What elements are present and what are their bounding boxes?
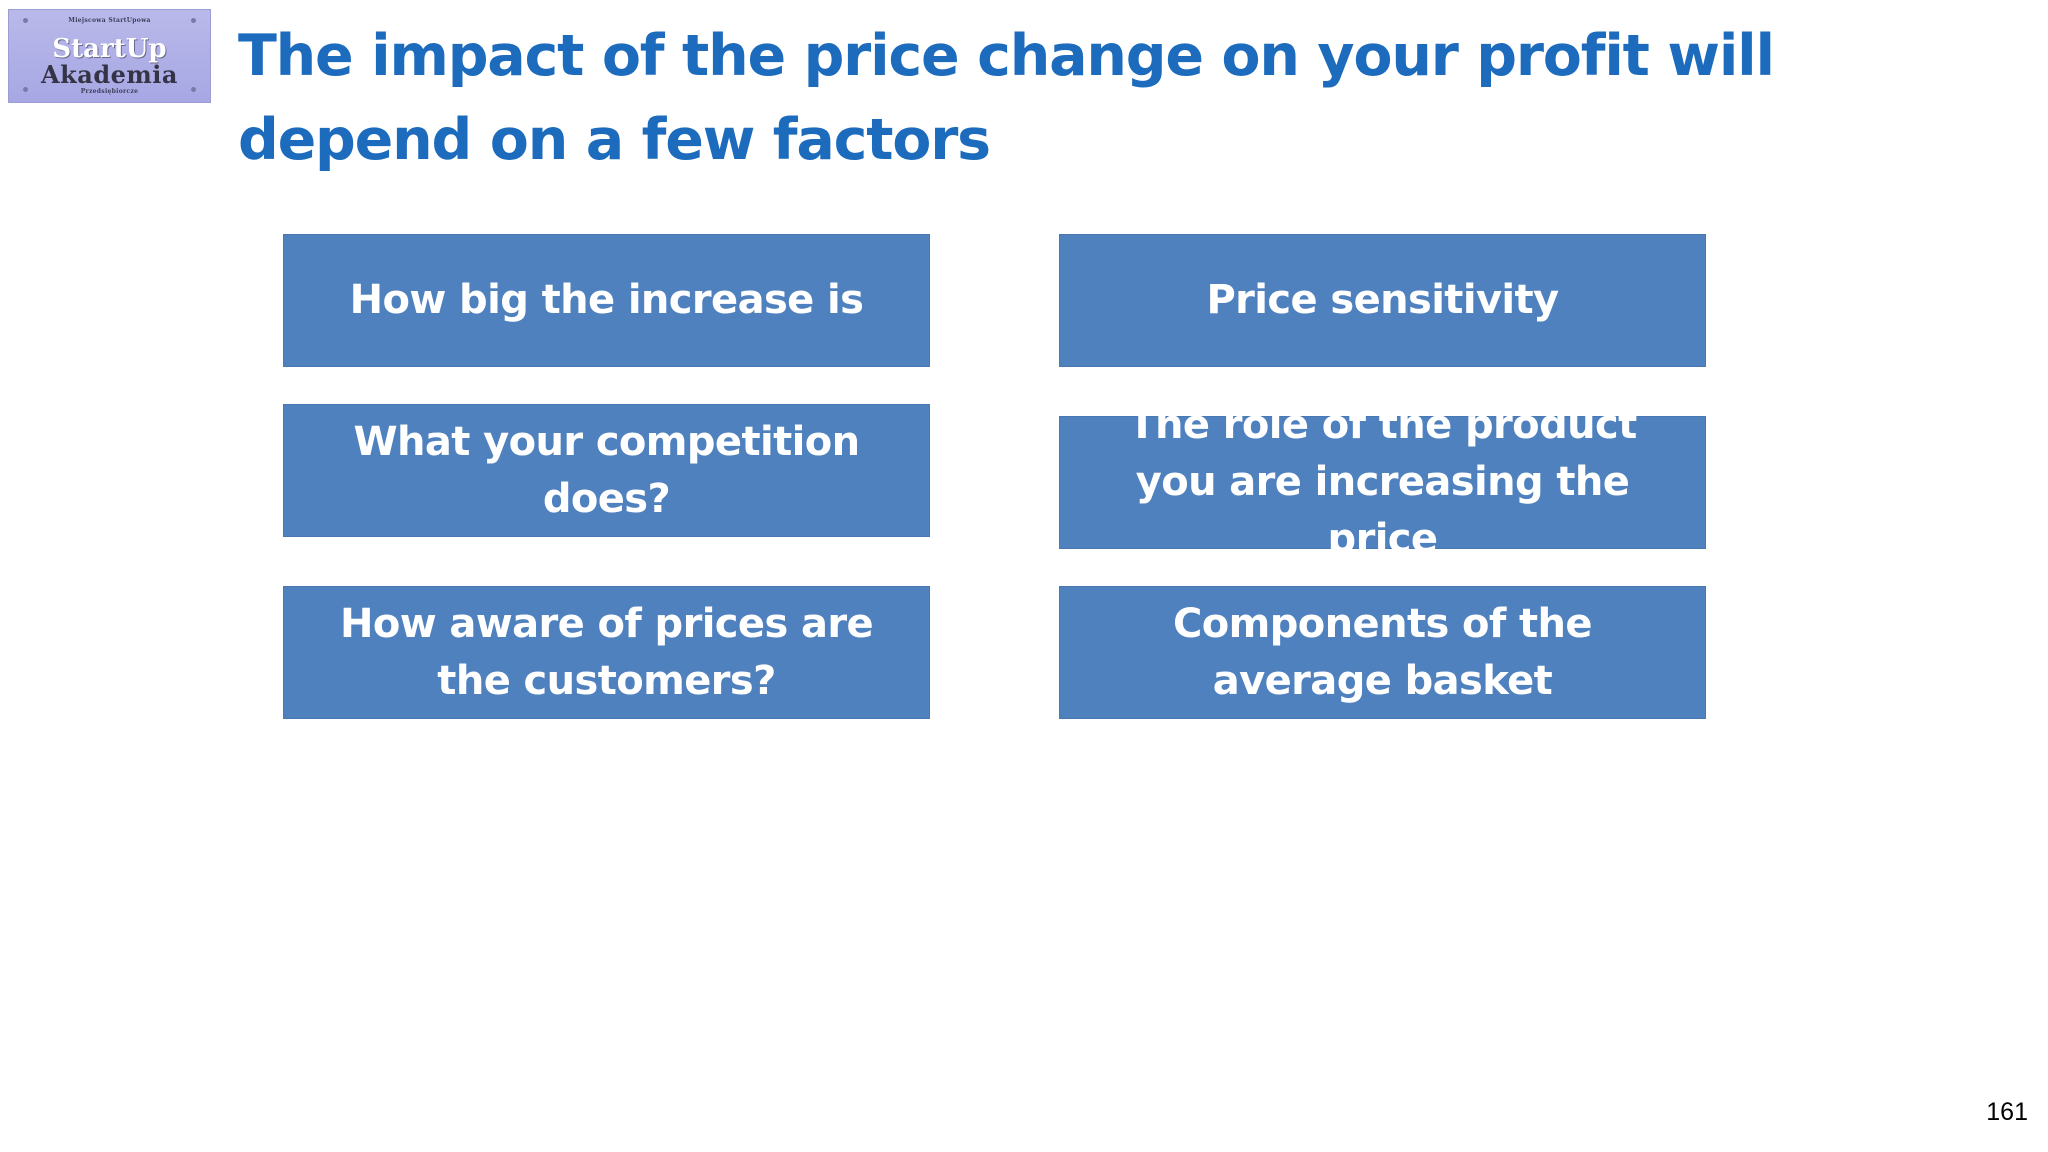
factor-label: How aware of prices are the customers? xyxy=(339,600,874,704)
factor-label: Components of the average basket xyxy=(1173,600,1593,704)
factor-box-customer-awareness: How aware of prices are the customers? xyxy=(283,586,930,719)
logo-dot xyxy=(23,87,28,92)
logo-line-akademia: Akademia xyxy=(41,60,178,89)
logo-bottom-text: Przedsiębiorcze xyxy=(80,88,139,95)
factor-label: What your competition does? xyxy=(353,418,861,522)
factor-label: Price sensitivity xyxy=(1206,277,1559,323)
factor-box-product-role: The role of the product you are increasi… xyxy=(1059,402,1706,562)
logo-dot xyxy=(191,87,196,92)
factor-label: How big the increase is xyxy=(349,277,864,323)
logo-line-startup: StartUp xyxy=(52,34,167,64)
startup-akademia-logo: Miejscowa StartUpowa StartUp Akademia Pr… xyxy=(8,9,211,103)
logo-dot xyxy=(23,18,28,23)
factor-box-price-sensitivity: Price sensitivity xyxy=(1059,234,1706,367)
factor-box-competition: What your competition does? xyxy=(283,404,930,537)
factor-label: The role of the product you are increasi… xyxy=(1128,402,1637,562)
slide-title: The impact of the price change on your p… xyxy=(238,23,1775,173)
logo-top-text: Miejscowa StartUpowa xyxy=(68,17,151,24)
factor-box-average-basket: Components of the average basket xyxy=(1059,586,1706,719)
factor-box-increase-size: How big the increase is xyxy=(283,234,930,367)
logo-dot xyxy=(191,18,196,23)
page-number: 161 xyxy=(1986,1098,2028,1126)
